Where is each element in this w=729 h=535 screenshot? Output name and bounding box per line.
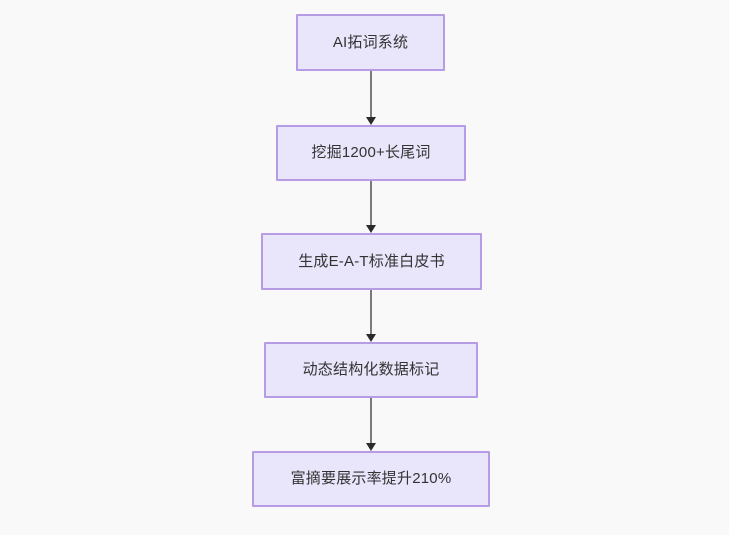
flowchart-node-rich-snippet-rate-increase[interactable]: 富摘要展示率提升210% bbox=[252, 451, 490, 507]
arrowhead-icon bbox=[366, 443, 376, 451]
edge-n1-n2 bbox=[366, 71, 376, 125]
edge-line bbox=[370, 398, 372, 444]
edge-n4-n5 bbox=[366, 398, 376, 451]
flowchart-node-ai-keyword-system[interactable]: AI拓词系统 bbox=[296, 14, 445, 71]
arrowhead-icon bbox=[366, 225, 376, 233]
node-label: AI拓词系统 bbox=[332, 33, 409, 51]
flowchart-node-generate-eat-whitepaper[interactable]: 生成E-A-T标准白皮书 bbox=[261, 233, 482, 290]
edge-line bbox=[370, 181, 372, 226]
node-label: 富摘要展示率提升210% bbox=[290, 470, 452, 487]
node-label: 动态结构化数据标记 bbox=[302, 361, 440, 378]
edge-n3-n4 bbox=[366, 290, 376, 342]
flowchart-node-dynamic-structured-data-markup[interactable]: 动态结构化数据标记 bbox=[264, 342, 478, 398]
edge-n2-n3 bbox=[366, 181, 376, 233]
node-label: 挖掘1200+长尾词 bbox=[311, 144, 431, 161]
edge-line bbox=[370, 290, 372, 335]
flowchart-node-mine-longtail-keywords[interactable]: 挖掘1200+长尾词 bbox=[276, 125, 466, 181]
arrowhead-icon bbox=[366, 117, 376, 125]
node-label: 生成E-A-T标准白皮书 bbox=[298, 252, 445, 270]
arrowhead-icon bbox=[366, 334, 376, 342]
edge-line bbox=[370, 71, 372, 118]
